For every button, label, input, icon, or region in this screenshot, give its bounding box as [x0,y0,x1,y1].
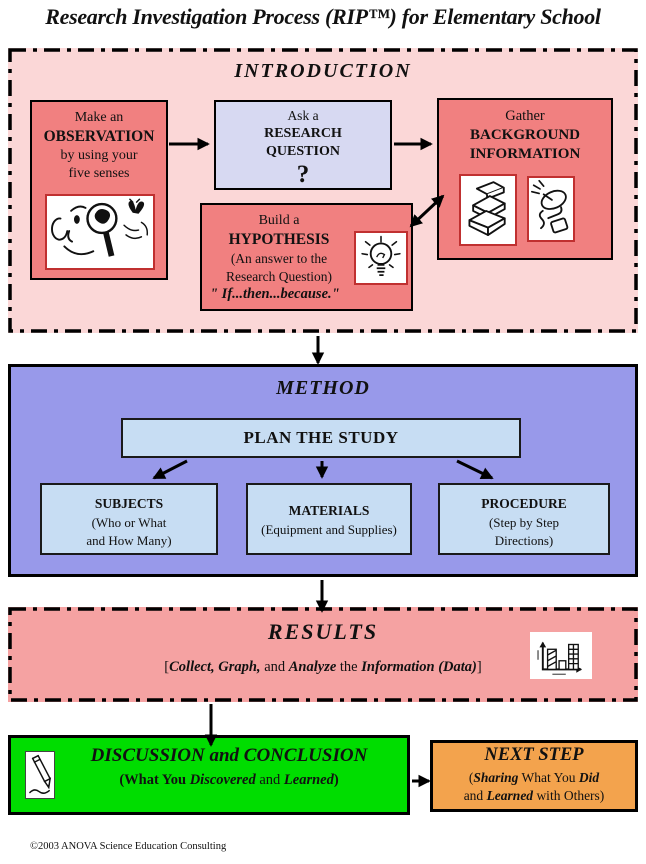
intro-section: INTRODUCTION Make an OBSERVATION by usin… [8,48,638,333]
subjects-title: SUBJECTS [94,496,164,511]
materials-box: MATERIALS (Equipment and Supplies) [246,483,412,555]
plan-the-study-box: PLAN THE STUDY [121,418,521,458]
hypothesis-line1: Build a [258,213,300,228]
method-heading: METHOD [276,377,370,399]
background-text: Gather BACKGROUND INFORMATION [439,100,611,165]
hypothesis-quote: " If...then...because." [210,286,340,302]
materials-line1: (Equipment and Supplies) [261,521,397,537]
discussion-caption-close: ) [333,772,339,788]
lightbulb-image-frame [354,231,408,285]
hypothesis-text: Build a HYPOTHESIS (An answer to the Res… [204,212,354,285]
bar-chart-icon [537,641,583,675]
observation-line3: by using your [60,147,138,163]
next-step-bold2: Did [578,770,600,785]
plan-the-study-label: PLAN THE STUDY [243,428,399,447]
subjects-line1: (Who or What [91,514,167,530]
magnifier-face-icon [51,198,149,257]
page-title: Research Investigation Process (RIP™) fo… [45,4,601,29]
next-step-line2-end: with Others) [533,787,605,803]
research-question-box: Ask a RESEARCH QUESTION ? [214,100,392,190]
next-step-box: NEXT STEP (Sharing What You Did and Lear… [430,740,638,812]
copyright-text: ©2003 ANOVA Science Education Consulting [30,841,227,852]
next-step-caption-line1: (Sharing What You Did [433,769,635,787]
hypothesis-line2: HYPOTHESIS [228,231,330,249]
discussion-caption-mid: and [255,772,284,788]
discussion-conclusion-box: DISCUSSION and CONCLUSION (What You Disc… [8,735,410,815]
computer-mouse-icon [531,179,569,234]
background-line1: Gather [505,108,545,124]
discussion-caption-bold1: Discovered [189,772,256,788]
background-line3: INFORMATION [469,146,581,163]
background-line2: BACKGROUND [469,126,580,143]
subjects-box: SUBJECTS (Who or What and How Many) [40,483,218,555]
background-information-box: Gather BACKGROUND INFORMATION [437,98,613,260]
discussion-caption-bold2: Learned [283,772,334,788]
next-step-open: ( [468,770,474,785]
procedure-line2: Directions) [494,533,554,549]
pencil-icon [29,754,52,794]
observation-line2: OBSERVATION [43,127,155,145]
observation-line4: five senses [68,165,130,181]
subjects-line2: and How Many) [86,533,172,549]
intro-heading: INTRODUCTION [234,60,412,82]
discussion-caption: (What You Discovered and Learned) [55,772,403,789]
mouse-image-frame [527,176,575,242]
next-step-bold1: Sharing [473,770,519,785]
results-caption-bold2: Analyze [288,659,337,675]
results-caption-bold1: Collect, Graph, [169,659,261,675]
observation-line1: Make an [74,110,124,125]
research-question-line3: QUESTION [266,143,340,159]
books-image-frame [459,174,517,246]
chart-image-frame [530,632,592,679]
observation-box: Make an OBSERVATION by using your five s… [30,100,168,280]
procedure-box: PROCEDURE (Step by Step Directions) [438,483,610,555]
next-step-bold3: Learned [486,787,534,803]
observation-image-frame [45,194,155,270]
observation-text: Make an OBSERVATION by using your five s… [32,102,166,183]
procedure-line1: (Step by Step [488,514,560,530]
research-question-line1: Ask a [287,108,319,123]
discussion-heading: DISCUSSION and CONCLUSION [90,745,368,766]
next-step-line2-start: and [463,787,487,803]
results-caption-close: ] [476,659,482,675]
materials-title: MATERIALS [288,503,370,518]
hypothesis-line4: Research Question) [225,268,333,284]
next-step-mid1: What You [518,770,579,785]
pencil-image-frame [25,751,55,799]
hypothesis-box: Build a HYPOTHESIS (An answer to the Res… [200,203,413,311]
results-caption-mid1: and [260,659,289,675]
discussion-caption-part1: (What You [119,772,190,788]
lightbulb-icon [361,235,401,276]
procedure-title: PROCEDURE [481,496,567,511]
research-question-line2: RESEARCH [264,125,342,141]
next-step-caption-line2: and Learned with Others) [433,787,635,805]
results-caption-mid2: the [336,659,362,675]
hypothesis-line3: (An answer to the [230,251,328,267]
books-icon [468,181,506,236]
question-mark: ? [296,160,310,188]
next-step-caption: (Sharing What You Did and Learned with O… [433,769,635,804]
results-section: RESULTS [Collect, Graph, and Analyze the… [8,607,638,702]
results-caption-bold3: Information (Data) [361,659,477,675]
research-question-text: Ask a RESEARCH QUESTION ? [216,102,390,187]
method-section: METHOD PLAN THE STUDY SUBJECTS (Who or W… [8,364,638,577]
next-step-heading: NEXT STEP [484,745,584,765]
